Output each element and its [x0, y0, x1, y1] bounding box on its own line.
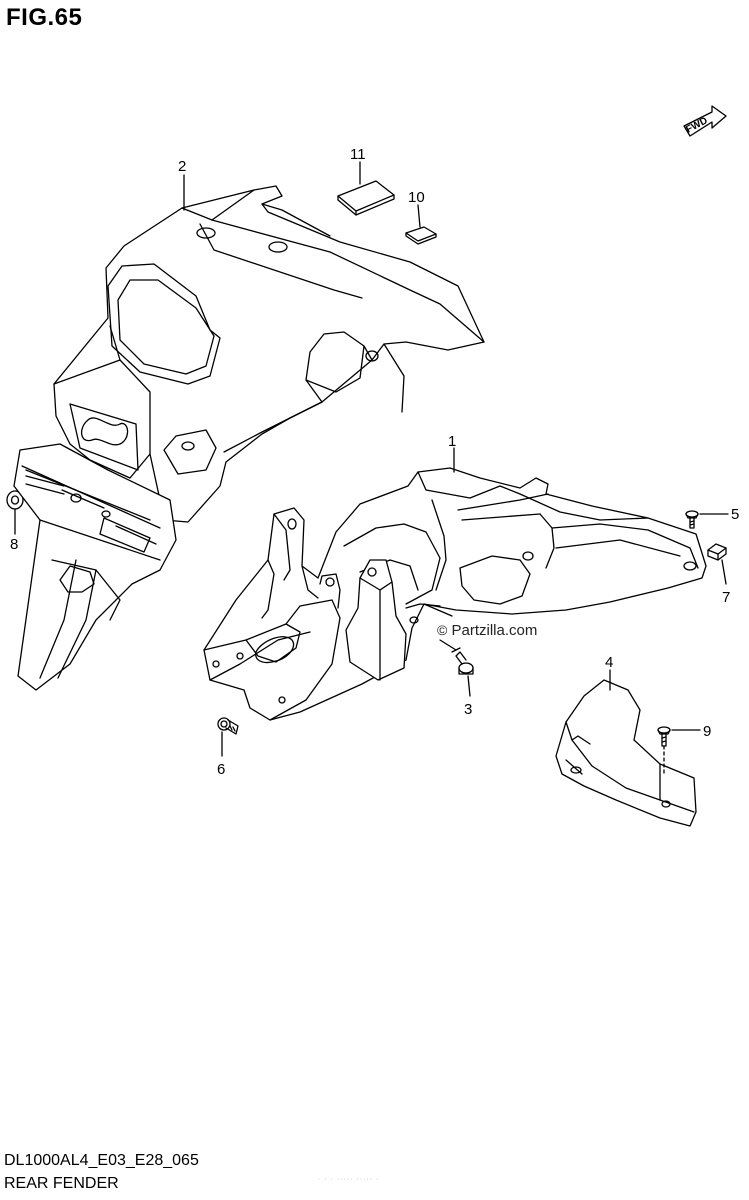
bolt-part-6[interactable]: [217, 717, 239, 735]
pad-part-11[interactable]: [337, 180, 395, 216]
leader-line-7: [721, 559, 727, 585]
bolt-part-3[interactable]: [439, 639, 474, 675]
callout-11[interactable]: 11: [350, 146, 366, 163]
callout-8[interactable]: 8: [10, 536, 18, 553]
callout-9[interactable]: 9: [703, 723, 711, 740]
copyright-symbol: ©: [437, 622, 448, 638]
rear-fender-inner-part-1[interactable]: [203, 467, 707, 721]
diagram-code: DL1000AL4_E03_E28_065: [4, 1152, 199, 1169]
callout-6[interactable]: 6: [217, 761, 225, 778]
leader-line-10: [417, 204, 421, 228]
pad-part-10[interactable]: [405, 226, 437, 245]
callout-3[interactable]: 3: [464, 701, 472, 718]
figure-title: FIG.65: [6, 4, 83, 31]
callout-4[interactable]: 4: [605, 654, 613, 671]
rear-fender-side-cover-part-4[interactable]: [555, 679, 697, 827]
nut-part-7[interactable]: [707, 543, 727, 561]
watermark-label: Partzilla.com: [451, 622, 538, 639]
diagram-caption: REAR FENDER: [4, 1175, 119, 1192]
forward-arrow-icon: FWD: [683, 105, 727, 137]
callout-5[interactable]: 5: [731, 506, 739, 523]
faint-footer-mark: · · · ····· ····· ·: [318, 1176, 380, 1183]
fwd-label: FWD: [684, 115, 709, 135]
callout-2[interactable]: 2: [178, 158, 186, 175]
rear-fender-upper-cover-part-2[interactable]: [53, 185, 485, 523]
callout-1[interactable]: 1: [448, 433, 456, 450]
license-plate-bracket[interactable]: [13, 443, 177, 691]
callout-10[interactable]: 10: [408, 189, 425, 206]
screw-part-5[interactable]: [685, 510, 699, 529]
screw-part-9[interactable]: [657, 726, 671, 777]
callout-7[interactable]: 7: [722, 589, 730, 606]
washer-part-8[interactable]: [6, 490, 24, 510]
partzilla-watermark: © Partzilla.com: [437, 622, 537, 639]
leader-line-3: [467, 675, 471, 697]
